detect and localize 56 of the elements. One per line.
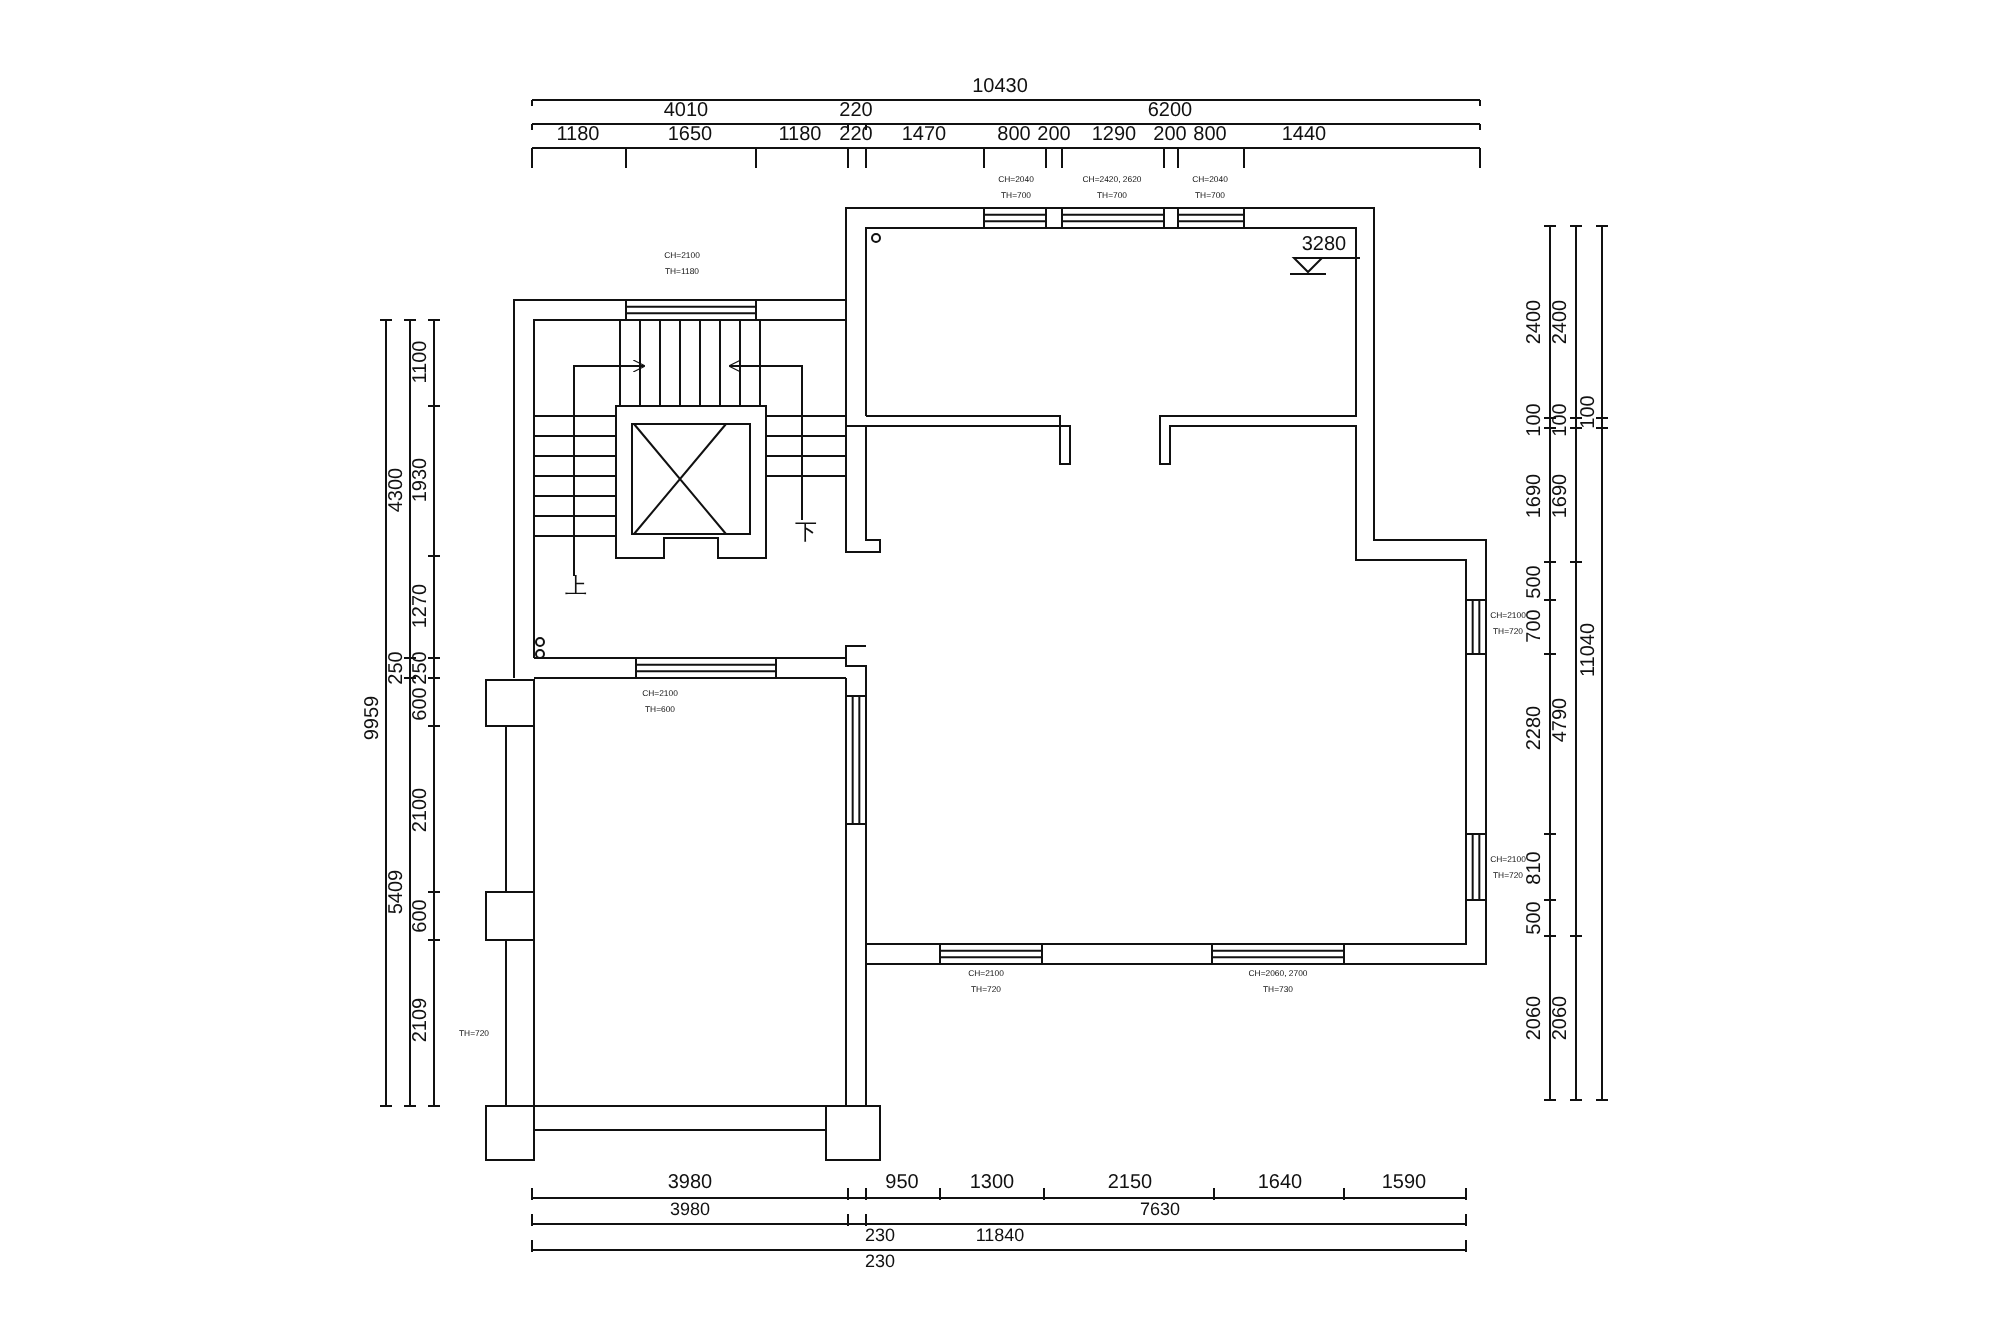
dimension-text: 800 [997,126,1031,146]
dimension-text: 220 [839,102,873,122]
dimension-text: 11840 [975,1227,1025,1245]
dimension-text: 600 [412,899,432,933]
dimension-text: 1690 [1526,473,1546,519]
dimension-text: 100 [1526,403,1546,437]
dimension-text: 4790 [1552,697,1572,743]
dimension-text: 100 [1552,403,1572,437]
dimension-text: 2060 [1552,995,1572,1041]
dimension-text: 3980 [669,1201,711,1219]
dimension-text: 230 [864,1227,896,1245]
dimension-text: 1300 [969,1174,1015,1194]
dimension-text: 11040 [1580,622,1600,678]
dimension-text: 5409 [388,869,408,915]
dimension-text: 100 [1580,395,1600,429]
dimension-text: 1100 [412,340,432,384]
dimension-text: 2280 [1526,705,1546,751]
dimension-text: 1270 [412,583,432,629]
stair-text: 下 [795,523,817,545]
dimension-text: 230 [864,1253,896,1271]
dimension-text: 810 [1526,851,1546,885]
dimension-text: 10430 [972,78,1028,98]
dimension-text: 500 [1526,565,1546,599]
dimension-text: 1180 [556,126,600,146]
dimension-text: 700 [1526,609,1546,643]
dimension-text: 3980 [667,1174,713,1194]
dimension-text: 600 [412,687,432,721]
dimension-text: 500 [1526,901,1546,935]
dimension-text: 2060 [1526,995,1546,1041]
dimension-text: 1650 [667,126,713,146]
dimension-text: 1590 [1381,1174,1427,1194]
dimension-text: 1930 [412,457,432,503]
dimension-text: 4010 [663,102,709,122]
dimension-text: 200 [1037,126,1071,146]
dimension-text: 7630 [1139,1201,1181,1219]
dimension-text: 1440 [1281,126,1327,146]
dimension-text: 950 [885,1174,919,1194]
dimension-text: 1290 [1091,126,1137,146]
dimension-text: 6200 [1147,102,1193,122]
dimension-text: 9959 [364,695,384,741]
stair-text: 上 [565,577,587,599]
dimension-text: 2109 [412,997,432,1043]
dimension-text: 2400 [1552,299,1572,345]
dimension-text: 1690 [1552,473,1572,519]
elevation-text: 3280 [1301,236,1347,256]
dimension-text: 800 [1193,126,1227,146]
dimension-text: 2150 [1107,1174,1153,1194]
dimension-text: 200 [1153,126,1187,146]
dimension-text: 250 [388,651,408,685]
dimension-text: 250 [412,651,432,685]
dimension-text: 2100 [412,787,432,833]
dimension-text: 2400 [1526,299,1546,345]
dimension-text: 4300 [388,467,408,513]
dimension-text: 1180 [778,126,822,146]
dimension-text: 1640 [1257,1174,1303,1194]
dimension-text: 1470 [901,126,947,146]
